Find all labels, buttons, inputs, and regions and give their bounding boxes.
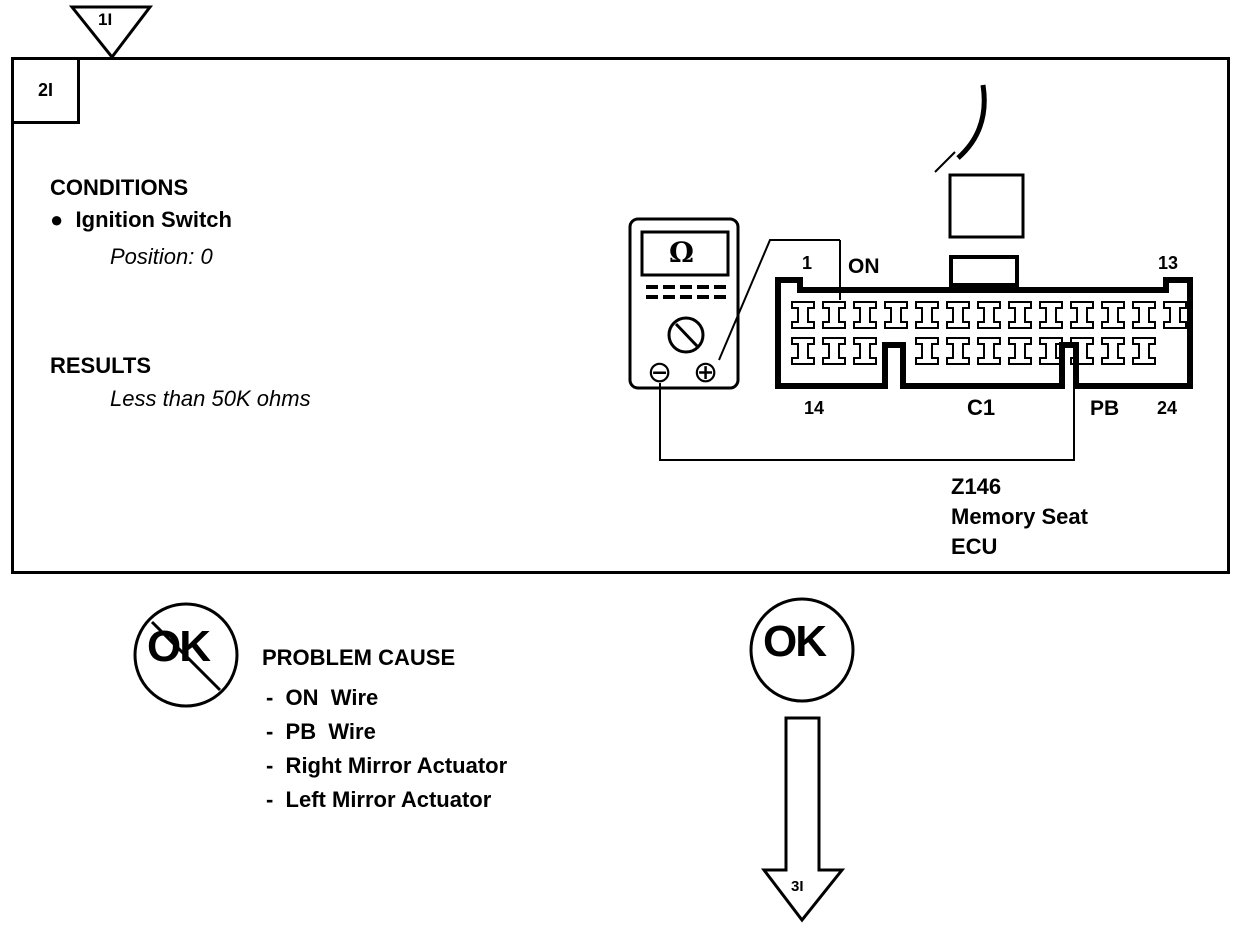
harness-wire <box>956 84 987 160</box>
terminal-cavity <box>946 337 970 365</box>
not-ok-label: OK <box>147 622 211 671</box>
component-code: Z146 <box>951 474 1002 499</box>
cause-item: - PB Wire <box>266 719 376 744</box>
terminal-cavity <box>1132 337 1156 365</box>
positive-lead-wire <box>718 239 840 361</box>
terminal-cavity <box>884 301 908 329</box>
ohm-icon: Ω <box>669 236 694 269</box>
negative-lead-wire <box>659 345 1075 461</box>
terminal-cavity <box>1039 301 1063 329</box>
terminal-cavity <box>1039 337 1063 365</box>
terminal-cavity <box>1008 301 1032 329</box>
terminal-cavity <box>1132 301 1156 329</box>
terminal-cavity <box>1070 337 1094 365</box>
terminal-cavity <box>853 337 877 365</box>
ok-label: OK <box>763 617 827 666</box>
pin-1-label: 1 <box>802 253 813 273</box>
terminal-cavity <box>977 337 1001 365</box>
results-heading: RESULTS <box>50 353 152 378</box>
ohmmeter-keypad <box>646 285 726 299</box>
cause-item: - ON Wire <box>266 685 379 710</box>
pin-13-label: 13 <box>1158 253 1179 273</box>
negative-terminal-icon: ⊖ <box>647 355 673 390</box>
wire-on-label: ON <box>848 255 880 278</box>
pin-14-label: 14 <box>804 398 825 418</box>
terminal-cavity <box>946 301 970 329</box>
prev-step-label: 1I <box>98 10 113 29</box>
problem-cause-heading: PROBLEM CAUSE <box>262 645 456 670</box>
ok-circle <box>749 597 855 703</box>
connector-id-label: C1 <box>967 395 996 420</box>
component-name-line1: Memory Seat <box>951 504 1088 529</box>
next-step-arrow <box>760 716 846 923</box>
terminal-cavity <box>822 337 846 365</box>
cause-item: - Right Mirror Actuator <box>266 753 508 778</box>
conditions-detail: Position: 0 <box>110 244 213 269</box>
connector-latch <box>949 255 1019 287</box>
terminal-cavity <box>1163 301 1187 329</box>
terminal-cavity <box>1101 301 1125 329</box>
wire-pb-label: PB <box>1090 397 1120 420</box>
pin-24-label: 24 <box>1157 398 1178 418</box>
ohmmeter-display <box>640 230 730 277</box>
cause-item: - Left Mirror Actuator <box>266 787 492 812</box>
terminal-cavity <box>1101 337 1125 365</box>
component-name-line2: ECU <box>951 534 998 559</box>
terminal-cavity <box>822 301 846 329</box>
terminal-cavity <box>791 337 815 365</box>
terminal-cavity <box>791 301 815 329</box>
terminal-cavity <box>977 301 1001 329</box>
harness-connector-body <box>948 173 1025 239</box>
terminal-cavity <box>853 301 877 329</box>
bullet-icon: ● <box>50 207 64 232</box>
conditions-heading: CONDITIONS <box>50 175 189 200</box>
terminal-cavity <box>1070 301 1094 329</box>
next-step-label: 3I <box>791 878 804 895</box>
terminal-cavities <box>791 301 1187 365</box>
step-box <box>11 57 1230 574</box>
terminal-cavity <box>915 337 939 365</box>
terminal-cavity <box>1008 337 1032 365</box>
conditions-item: ● Ignition Switch <box>50 207 232 232</box>
terminal-cavity <box>915 301 939 329</box>
results-detail: Less than 50K ohms <box>110 386 311 411</box>
positive-terminal-icon: ⊕ <box>693 355 719 390</box>
entry-triangle <box>68 5 154 60</box>
step-number: 2I <box>14 60 80 124</box>
